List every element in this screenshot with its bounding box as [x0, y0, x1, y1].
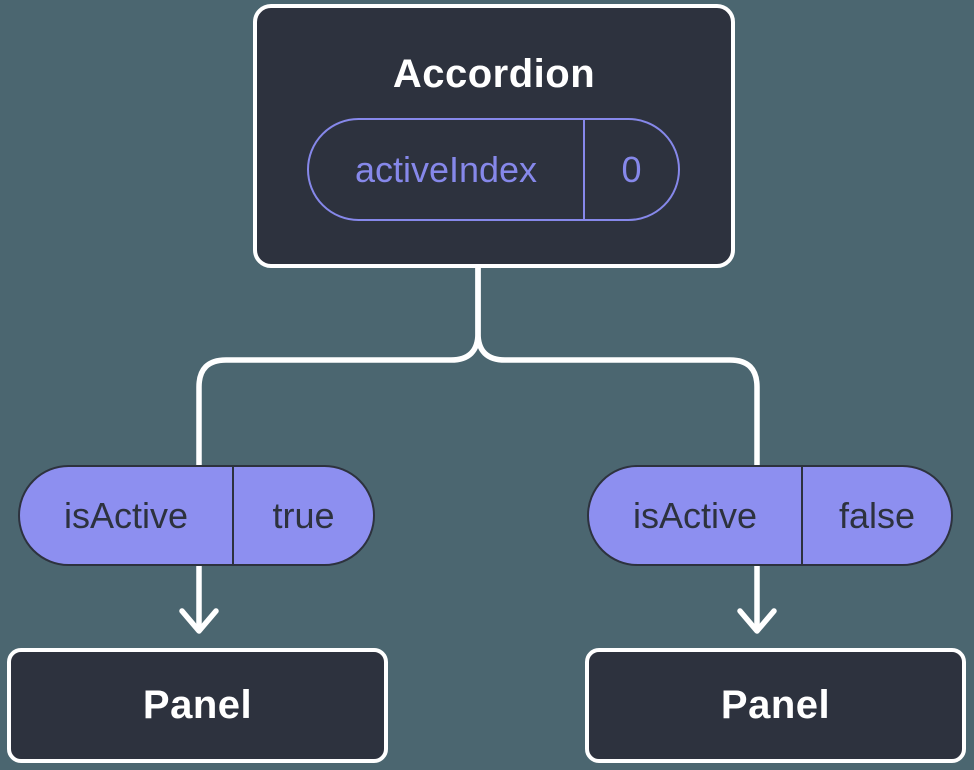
arrowhead-icon-right [737, 608, 777, 634]
panel-node-left: Panel [7, 648, 388, 763]
branch-line-right [475, 261, 760, 631]
prop-name: isActive [63, 494, 189, 536]
node-title: Panel [142, 683, 253, 727]
prop-value: false [801, 467, 951, 564]
prop-name: isActive [632, 494, 758, 536]
state-name: activeIndex [354, 148, 538, 190]
state-value: 0 [583, 120, 678, 219]
node-title: Accordion [392, 52, 596, 96]
state-pill: activeIndex 0 [307, 118, 680, 221]
node-title: Panel [720, 683, 831, 727]
arrowhead-icon-left [179, 608, 219, 634]
prop-pill-left: isActive true [18, 465, 375, 566]
accordion-node: Accordion activeIndex 0 [253, 4, 735, 268]
panel-node-right: Panel [585, 648, 966, 763]
prop-value: true [232, 467, 373, 564]
branch-line-left [196, 261, 481, 631]
prop-pill-right: isActive false [587, 465, 953, 566]
